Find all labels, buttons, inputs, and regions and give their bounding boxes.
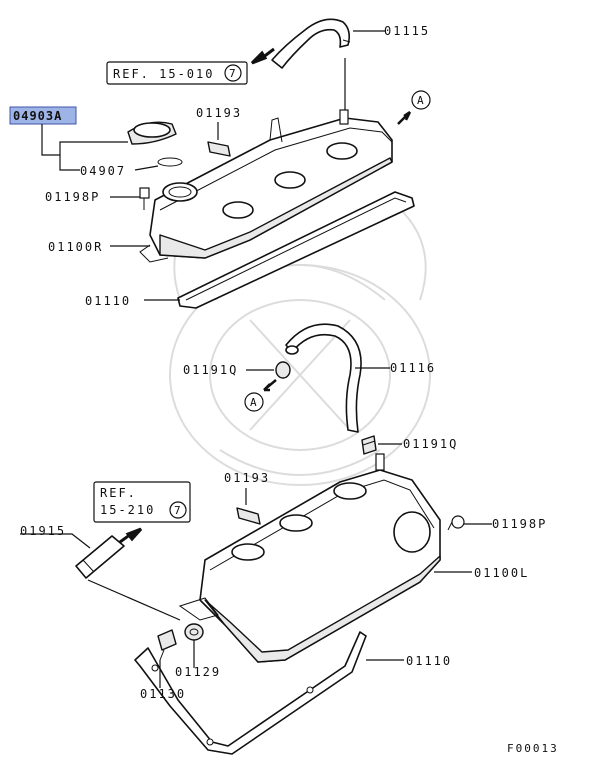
- clip-01193-top: [207, 141, 231, 157]
- label-01116: 01116: [390, 361, 436, 375]
- hose-01915: [75, 535, 125, 579]
- label-01198p-top: 01198P: [45, 190, 100, 204]
- gasket-01110-bottom: [134, 631, 367, 755]
- ref-bottom-line1: REF.: [100, 486, 137, 500]
- label-01191q-right: 01191Q: [403, 437, 458, 451]
- oil-filler-cap: [127, 121, 183, 167]
- bolt-01198p-bottom: [447, 515, 465, 531]
- label-01110-bottom: 01110: [406, 654, 452, 668]
- label-04903a: 04903A: [13, 109, 62, 123]
- label-01110-top: 01110: [85, 294, 131, 308]
- label-01115: 01115: [384, 24, 430, 38]
- label-01129: 01129: [175, 665, 221, 679]
- arrow-ref-top: [250, 47, 275, 65]
- label-01193-bottom: 01193: [224, 471, 270, 485]
- connector-a-mid: [244, 392, 264, 412]
- connector-a-mid-text: A: [250, 396, 259, 409]
- label-04907: 04907: [80, 164, 126, 178]
- hose-01116: [285, 323, 362, 433]
- ref-box-top: REF. 15-010 7: [106, 61, 248, 85]
- label-01100l: 01100L: [474, 566, 529, 580]
- label-01193-top: 01193: [196, 106, 242, 120]
- grommet-01191q-right: [361, 435, 377, 455]
- ref-box-bottom: REF. 15-210 7: [93, 481, 191, 523]
- ref-bottom-circle: 7: [174, 504, 183, 517]
- highlight-04903a: 04903A: [9, 106, 77, 125]
- gasket-01110-top: [177, 191, 415, 309]
- label-01100r: 01100R: [48, 240, 103, 254]
- label-01191q-left: 01191Q: [183, 363, 238, 377]
- label-01915: 01915: [20, 524, 66, 538]
- bolt-01198p-top: [139, 187, 150, 210]
- ref-top-text: REF. 15-010: [113, 67, 214, 81]
- ref-top-circle: 7: [229, 67, 238, 80]
- connector-a-top: [411, 90, 431, 110]
- figure-code: F00013: [507, 742, 559, 755]
- ref-bottom-line2: 15-210: [100, 503, 155, 517]
- grommet-01191q-left: [275, 361, 291, 379]
- rocker-cover-01100r: [139, 109, 393, 263]
- hose-01115: [271, 18, 351, 69]
- pcv-valve-01130: [157, 629, 177, 661]
- label-01130: 01130: [140, 687, 186, 701]
- rocker-cover-01100l: [178, 453, 441, 663]
- plug-01129: [184, 623, 204, 641]
- label-01198p-bottom: 01198P: [492, 517, 547, 531]
- connector-a-top-text: A: [417, 94, 426, 107]
- clip-01193-bottom: [236, 507, 261, 525]
